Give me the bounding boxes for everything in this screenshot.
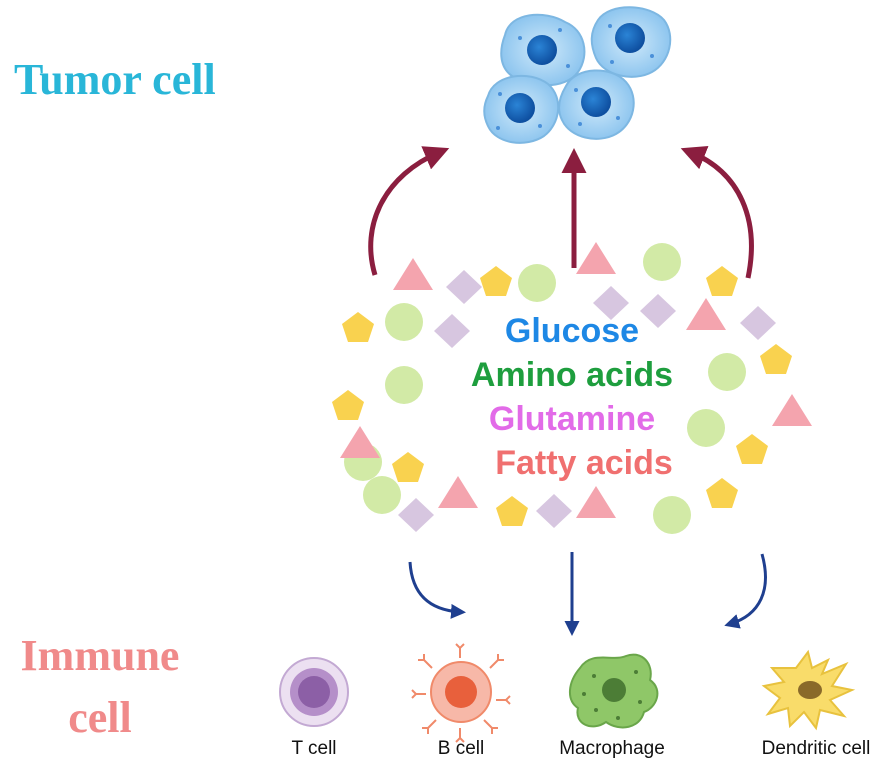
dendritic-cell-icon bbox=[761, 649, 856, 731]
immune-cell-title-line2: cell bbox=[68, 693, 132, 742]
macrophage-label: Macrophage bbox=[559, 738, 665, 759]
tumor-cell-icon bbox=[483, 74, 560, 144]
nutrient-shapes bbox=[332, 242, 812, 534]
b-cell-icon bbox=[411, 643, 511, 743]
b-cell-label: B cell bbox=[437, 738, 485, 759]
nutrient-fatty-acids: Fatty acids bbox=[495, 444, 673, 482]
dendritic-cell-label: Dendritic cell bbox=[761, 738, 871, 759]
tumor-cell-title: Tumor cell bbox=[14, 55, 216, 104]
immune-cell-title-line1: Immune bbox=[20, 631, 180, 680]
macrophage-icon bbox=[569, 653, 659, 729]
upward-arrows bbox=[368, 145, 754, 279]
arrow-left-up bbox=[368, 146, 450, 276]
nutrient-glucose: Glucose bbox=[504, 312, 640, 350]
tumor-cell-icon bbox=[500, 13, 586, 87]
arrow-left-down bbox=[408, 561, 466, 619]
tumor-cell-icon bbox=[558, 69, 635, 140]
nutrient-glutamine: Glutamine bbox=[488, 400, 656, 438]
nutrient-amino-acids: Amino acids bbox=[470, 356, 674, 394]
t-cell-icon bbox=[279, 657, 349, 727]
t-cell-label: T cell bbox=[291, 738, 337, 759]
arrow-right-up bbox=[680, 145, 754, 279]
downward-arrows bbox=[408, 552, 767, 636]
tumor-cell-icon bbox=[590, 6, 672, 78]
tumor-cell-cluster bbox=[483, 6, 672, 144]
arrow-right-down bbox=[724, 553, 767, 629]
